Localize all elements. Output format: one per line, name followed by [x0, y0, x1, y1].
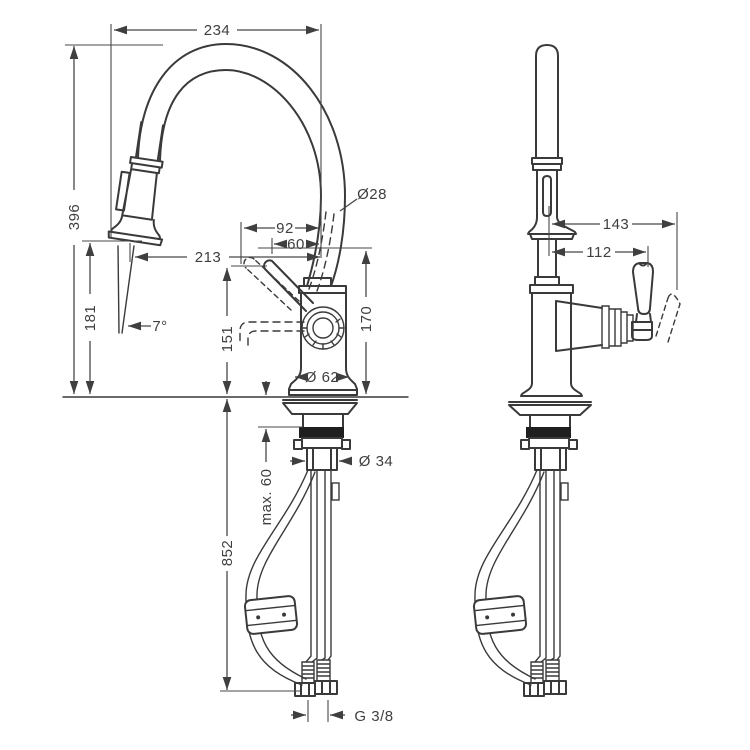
mounting-bracket	[293, 437, 351, 471]
dim-lever-151: 151	[219, 265, 267, 394]
side-view	[472, 44, 681, 697]
weight-body	[243, 595, 299, 635]
dim-handle-60: 60	[271, 236, 319, 254]
dim-151-label: 151	[219, 326, 236, 353]
dim-thread-g38: G 3/8	[291, 700, 393, 725]
dim-34-label: Ø 34	[359, 453, 394, 470]
dim-112-label: 112	[586, 244, 611, 261]
dimensions: 234 396 181 7° Ø28 213	[65, 22, 678, 725]
side-spout-bell	[527, 216, 577, 240]
dim-92-label: 92	[276, 220, 294, 237]
side-mounting-bracket	[520, 437, 578, 471]
weight-bands	[244, 604, 298, 627]
dim-28-label: Ø28	[357, 186, 387, 203]
dim-28-leader	[339, 198, 358, 212]
dim-60-label: 60	[287, 236, 305, 253]
dim-hose-length-852: 852	[219, 399, 300, 692]
hose-clip	[331, 482, 340, 501]
dim-pipe-diameter-28: Ø28	[339, 186, 387, 212]
side-mounting-gasket	[526, 427, 571, 438]
dim-side-112: 112	[552, 244, 649, 267]
spray-head-outline	[107, 121, 164, 247]
dim-spray-angle-7deg: 7°	[128, 318, 167, 335]
dim-181-label: 181	[82, 305, 99, 332]
side-body	[529, 238, 603, 384]
dim-143-label: 143	[603, 216, 630, 233]
supply-hoses	[305, 469, 332, 663]
dim-170-label: 170	[358, 306, 375, 333]
lever-handle-raised-dashed	[243, 256, 300, 311]
side-weight-bands	[473, 604, 527, 627]
dim-62-label: Ø 62	[305, 369, 340, 386]
side-supply-hoses	[534, 469, 561, 663]
spray-stream-lines	[117, 245, 135, 334]
side-hose-clip	[560, 482, 569, 501]
dim-outlet-height-181: 181	[82, 240, 142, 394]
side-lever-handle	[631, 262, 654, 341]
pullout-spray-head	[107, 121, 164, 247]
dim-side-143: 143	[548, 206, 678, 290]
mounting-gasket	[299, 427, 344, 438]
dim-spout-reach-234: 234	[110, 22, 322, 258]
side-lever-raised-dashed	[655, 293, 681, 343]
dim-max-deck-60: max. 60	[258, 381, 303, 525]
dim-234-extension	[110, 24, 322, 258]
dim-max60-label: max. 60	[258, 469, 275, 526]
side-base	[508, 382, 592, 428]
dim-handle-top-170: 170	[258, 247, 375, 394]
side-hose-connector-nuts	[523, 680, 567, 697]
hub-inner-ring	[312, 317, 334, 339]
dim-396-label: 396	[66, 204, 83, 231]
side-cartridge-rings	[601, 305, 634, 349]
side-hose-weight	[472, 595, 528, 635]
weight-screw-left	[256, 615, 261, 620]
mounting-flange	[282, 399, 358, 428]
hose-weight	[243, 595, 299, 635]
weight-screw-right	[282, 612, 287, 617]
hub-outer-ring	[301, 306, 345, 350]
side-weight-screw-left	[485, 615, 490, 620]
pullout-hose-loop	[245, 469, 316, 686]
dim-base-diameter-62: Ø 62	[295, 369, 349, 386]
side-spout-column	[531, 44, 563, 218]
front-view	[107, 43, 358, 697]
dim-g38-label: G 3/8	[354, 708, 393, 725]
dim-7deg-label: 7°	[152, 318, 167, 335]
hub-knurling	[301, 318, 345, 350]
hub-mid-ring	[306, 311, 340, 345]
dim-143-extension	[548, 206, 678, 290]
dim-height-396: 396	[65, 44, 163, 394]
dim-handle-92: 92	[240, 220, 319, 264]
handle-hub	[301, 306, 345, 350]
dim-hole-diameter-34: Ø 34	[290, 453, 393, 470]
dim-234-label: 234	[204, 22, 231, 39]
side-pullout-hose-loop	[474, 469, 545, 686]
dim-852-label: 852	[219, 540, 236, 567]
dim-g38-extension	[307, 700, 329, 722]
side-weight-screw-right	[511, 612, 516, 617]
dim-outlet-to-axis-213: 213	[129, 243, 320, 266]
hose-connector-nuts	[294, 680, 338, 697]
side-weight-body	[472, 595, 528, 635]
dim-213-label: 213	[195, 249, 222, 266]
spout-arc	[137, 43, 346, 287]
